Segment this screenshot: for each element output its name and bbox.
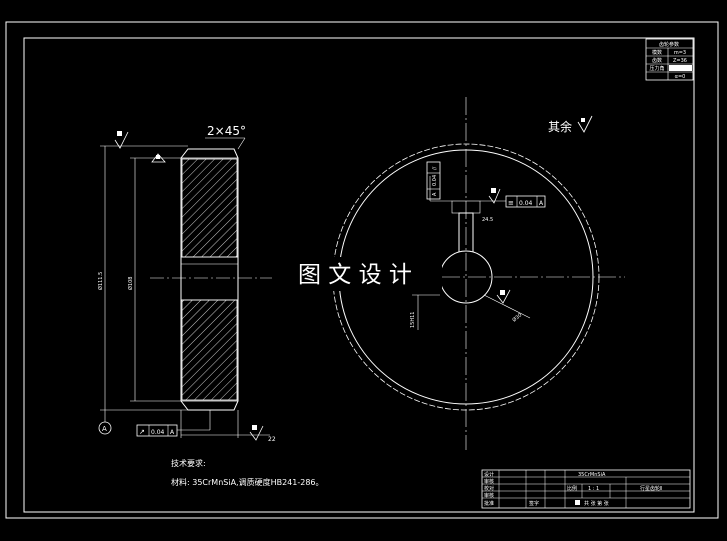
keyway-depth-dim: 24.5 xyxy=(482,217,493,223)
inner-border xyxy=(23,37,695,513)
outer-diameter-dim: Ø111.5 xyxy=(97,272,104,290)
fcf-left-datum: A xyxy=(170,429,175,436)
title-block-part-name: 行星齿轮Ⅱ xyxy=(640,485,662,492)
chamfer-note: 2×45° xyxy=(207,124,246,138)
watermark: 图 文 设 计 xyxy=(298,262,412,288)
fcf-left-value: 0.04 xyxy=(151,429,165,436)
fcf-keyway-symbol: ≡ xyxy=(508,199,514,207)
title-block-sign-label: 签字 xyxy=(529,500,539,507)
title-block-label: 审核 xyxy=(484,492,494,499)
keyway-frame-cell: 0.04 xyxy=(432,175,438,186)
section-view xyxy=(98,131,272,441)
root-diameter-dim: Ø108 xyxy=(127,277,134,290)
gear-param-header: 齿轮参数 xyxy=(659,41,679,48)
tech-req-text: 材料: 35CrMnSiA,调质硬度HB241-286。 xyxy=(171,477,324,487)
title-block-small-label: 比例 xyxy=(567,485,577,492)
gear-param-value: α=0 xyxy=(675,74,686,80)
fcf-keyway-value: 0.04 xyxy=(519,200,533,207)
title-block-material: 35CrMnSiA xyxy=(578,472,606,478)
outer-border xyxy=(5,21,719,519)
gear-param-name: 模数 xyxy=(652,49,662,56)
title-block-label: 校对 xyxy=(484,485,494,492)
title-block-label: 批准 xyxy=(484,500,494,507)
tech-req-title: 技术要求: xyxy=(171,458,206,468)
gear-param-value: m=3 xyxy=(674,50,686,56)
keyway-frame-cell: A xyxy=(432,192,438,196)
gear-param-table: 齿轮参数 模数 m=3 齿数 Z=36 压力角 α=0 xyxy=(645,38,694,81)
title-block-label: 审核 xyxy=(484,478,494,485)
face-width-dim: 22 xyxy=(268,436,276,443)
gear-param-value: Z=36 xyxy=(673,58,687,64)
fcf-keyway-datum: A xyxy=(539,200,544,207)
bore-diameter-dim: Ø30 xyxy=(511,312,523,324)
fcf-left-symbol: ↗ xyxy=(139,428,145,436)
gear-param-name: 齿数 xyxy=(652,57,662,64)
gear-param-name: 压力角 xyxy=(649,65,664,72)
title-block-label: 设计 xyxy=(484,471,494,478)
title-block-scale: 1 : 1 xyxy=(588,486,599,492)
datum-label: A xyxy=(102,425,107,433)
title-block-sheet: 共 张 第 张 xyxy=(584,500,609,507)
title-block xyxy=(481,469,691,509)
remaining-roughness-label: 其余 xyxy=(548,119,572,134)
keyway-frame-cell: // xyxy=(432,166,438,170)
left-dim: 15H11 xyxy=(410,312,416,328)
